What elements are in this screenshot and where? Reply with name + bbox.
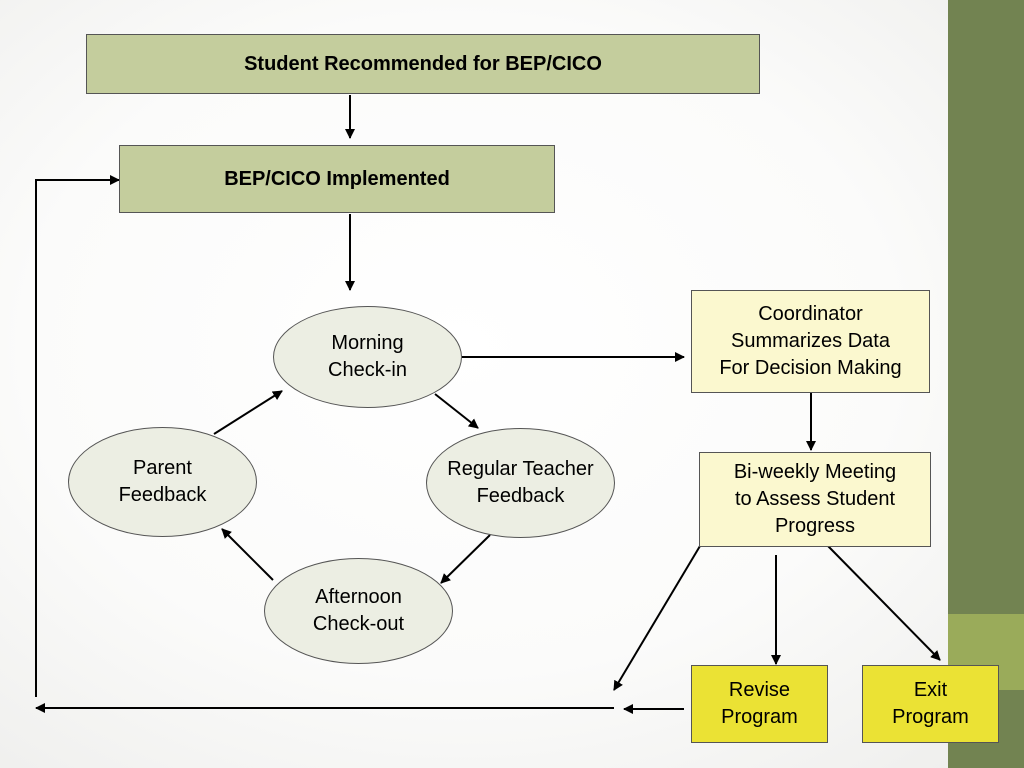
arrow-parent-to-morning bbox=[213, 390, 283, 435]
step-parent-feedback-label: Parent Feedback bbox=[118, 457, 207, 506]
step-morning-checkin-label: Morning Check-in bbox=[328, 332, 407, 381]
step-parent-feedback: Parent Feedback bbox=[68, 427, 257, 537]
step-exit-program-label: Exit Program bbox=[892, 679, 969, 728]
step-afternoon-checkout: Afternoon Check-out bbox=[264, 558, 453, 664]
step-afternoon-checkout-label: Afternoon Check-out bbox=[312, 586, 405, 635]
arrow-biweekly-to-return bbox=[613, 545, 701, 691]
step-bep-implemented-label: BEP/CICO Implemented bbox=[224, 167, 450, 190]
arrow-teacher-to-afternoon bbox=[440, 534, 491, 584]
step-coordinator-summary-label: Coordinator Summarizes Data For Decision… bbox=[719, 303, 902, 379]
step-morning-checkin: Morning Check-in bbox=[273, 306, 462, 408]
arrow-return-loop bbox=[35, 175, 120, 697]
step-student-recommended: Student Recommended for BEP/CICO bbox=[86, 34, 760, 94]
step-exit-program: Exit Program bbox=[862, 665, 999, 743]
step-revise-program-label: Revise Program bbox=[721, 679, 798, 728]
arrow-biweekly-to-exit bbox=[827, 545, 941, 661]
step-teacher-feedback: Regular Teacher Feedback bbox=[426, 428, 615, 538]
step-student-recommended-label: Student Recommended for BEP/CICO bbox=[244, 52, 602, 75]
step-coordinator-summary: Coordinator Summarizes Data For Decision… bbox=[691, 290, 930, 393]
step-teacher-feedback-label: Regular Teacher Feedback bbox=[447, 458, 594, 507]
step-revise-program: Revise Program bbox=[691, 665, 828, 743]
step-biweekly-meeting: Bi-weekly Meeting to Assess Student Prog… bbox=[699, 452, 931, 547]
step-bep-implemented: BEP/CICO Implemented bbox=[119, 145, 555, 213]
step-biweekly-meeting-label: Bi-weekly Meeting to Assess Student Prog… bbox=[733, 461, 897, 537]
arrow-morning-to-teacher bbox=[434, 393, 479, 429]
arrow-afternoon-to-parent bbox=[221, 528, 274, 581]
